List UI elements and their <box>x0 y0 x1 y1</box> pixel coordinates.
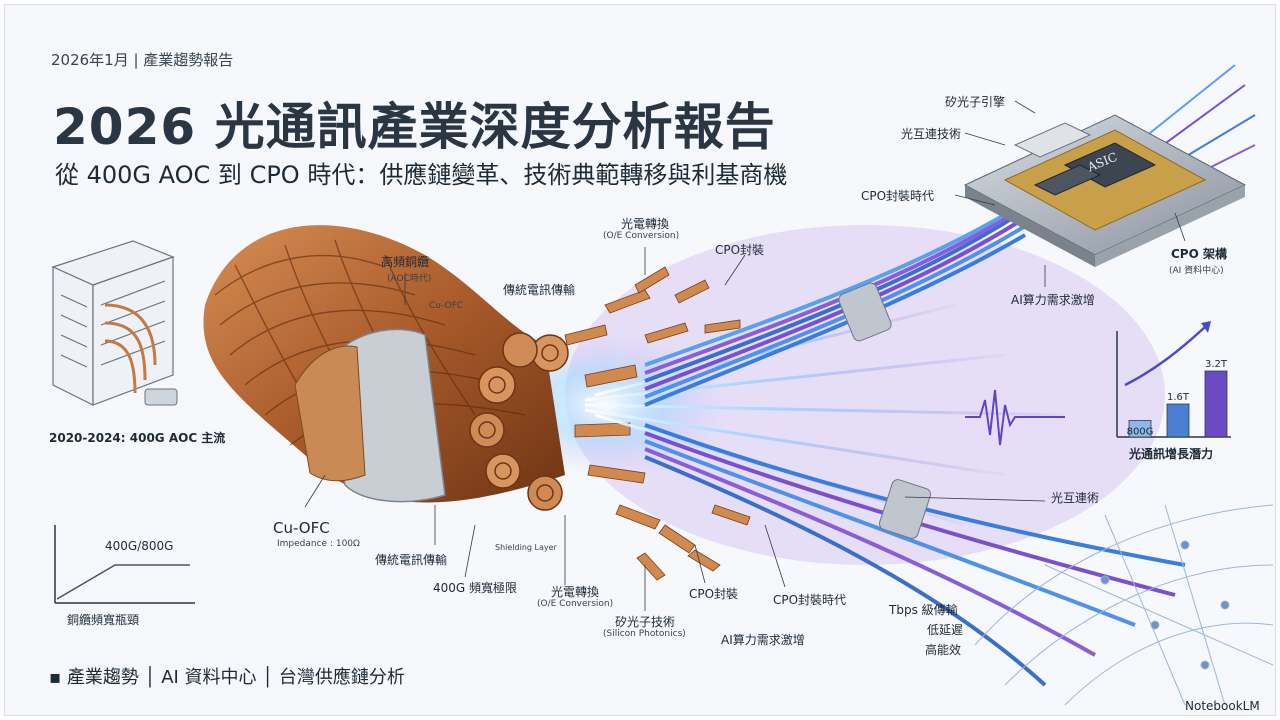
label-traditional-bottom: 傳統電訊傳輸 <box>375 553 448 567</box>
label-cpo-era-chip: CPO封裝時代 <box>861 189 935 203</box>
fiber-bundle-lower <box>644 423 1186 687</box>
label-oe-bottom: 光電轉換 <box>551 585 600 599</box>
label-aoc-era: (AOC時代) <box>387 274 432 284</box>
growth-bars <box>1128 370 1228 438</box>
growth-bar-label: 1.6T <box>1167 392 1190 403</box>
label-high-freq-copper: 高頻銅纜 <box>381 255 430 269</box>
fiber-clamp-lower <box>879 479 931 539</box>
fiber-clamp-upper <box>838 282 892 342</box>
era-label: 2020-2024: 400G AOC 主流 <box>49 431 226 445</box>
cpo-chip-package <box>963 114 1247 267</box>
label-si-engine: 矽光子引擎 <box>945 95 1006 109</box>
purple-haze <box>565 225 1165 565</box>
label-ai-demand-chip: AI算力需求激增 <box>1011 293 1095 307</box>
label-cu-ofc: Cu-OFC <box>273 519 330 537</box>
copper-jacket-band <box>294 345 366 482</box>
brand-watermark: NotebookLM <box>1185 699 1260 713</box>
growth-bar-1.6T <box>1166 403 1190 438</box>
page-title: 2026 光通訊產業深度分析報告 <box>53 98 776 156</box>
label-cpo-pkg-bottom: CPO封裝 <box>689 587 739 601</box>
growth-bar-label: 800G <box>1127 427 1154 438</box>
label-high-eff: 高能效 <box>925 643 962 657</box>
growth-bar-3.2T <box>1204 370 1228 438</box>
label-cpo-era-bottom: CPO封裝時代 <box>773 593 847 607</box>
illustration: 800G 1.6T 3.2T <box>51 64 1274 706</box>
infographic-canvas: 800G 1.6T 3.2T 2026年1月 | 產業趨勢報告 2026 光通訊產業… <box>4 4 1276 716</box>
growth-bar-labels: 800G 1.6T 3.2T <box>1127 359 1228 438</box>
label-silicon-photonics: 矽光子技術 <box>615 615 676 629</box>
label-tbps: Tbps 級傳輸 <box>889 603 958 617</box>
copper-shards <box>564 266 751 581</box>
growth-arrowhead <box>1201 321 1211 333</box>
growth-arrow <box>1124 326 1206 387</box>
connector-plug-icon <box>144 388 178 406</box>
growth-bar-label: 3.2T <box>1205 359 1228 370</box>
label-oe-top: 光電轉換 <box>621 217 670 231</box>
network-globe <box>974 504 1274 706</box>
growth-bar-800G <box>1128 420 1152 438</box>
label-optical-interconnect-right: 光互連術 <box>1051 491 1100 505</box>
server-rack-icon <box>51 240 175 406</box>
signal-wave <box>965 389 1065 446</box>
label-traditional-top: 傳統電訊傳輸 <box>503 283 576 297</box>
label-cpo-pkg-top: CPO封裝 <box>715 243 765 257</box>
copper-strand-ends <box>469 332 569 511</box>
leader-lines <box>304 100 1186 611</box>
label-oe-top-en: (O/E Conversion) <box>603 231 680 241</box>
label-bw-limit: 400G 頻寬極限 <box>433 581 518 595</box>
mini-chart-caption: 銅纜頻寬瓶頸 <box>67 613 140 627</box>
braid-pattern <box>214 239 526 446</box>
mini-chart-label: 400G/800G <box>105 539 174 553</box>
label-optical-interconnect-chip: 光互連技術 <box>901 127 962 141</box>
bandwidth-mini-chart <box>54 525 195 604</box>
growth-chart-caption: 光通訊增長潛力 <box>1129 447 1214 461</box>
label-shielding: Shielding Layer <box>495 543 557 552</box>
footer-tags: ▪ 產業趨勢 │ AI 資料中心 │ 台灣供應鏈分析 <box>49 667 405 688</box>
label-silicon-photonics-en: (Silicon Photonics) <box>603 629 686 639</box>
label-cu-ofc-small: Cu-OFC <box>429 301 464 311</box>
label-cpo-arch: CPO 架構 <box>1171 247 1227 261</box>
label-impedance: Impedance : 100Ω <box>277 539 360 549</box>
report-dateline: 2026年1月 | 產業趨勢報告 <box>51 51 234 69</box>
label-oe-bottom-en: (O/E Conversion) <box>537 599 614 609</box>
label-ai-dc: (AI 資料中心) <box>1169 266 1224 276</box>
label-ai-demand-bottom: AI算力需求激增 <box>721 633 805 647</box>
label-low-latency: 低延遲 <box>927 623 964 637</box>
page-subtitle: 從 400G AOC 到 CPO 時代：供應鏈變革、技術典範轉移與利基商機 <box>55 161 788 189</box>
copper-link-lines <box>104 303 157 394</box>
